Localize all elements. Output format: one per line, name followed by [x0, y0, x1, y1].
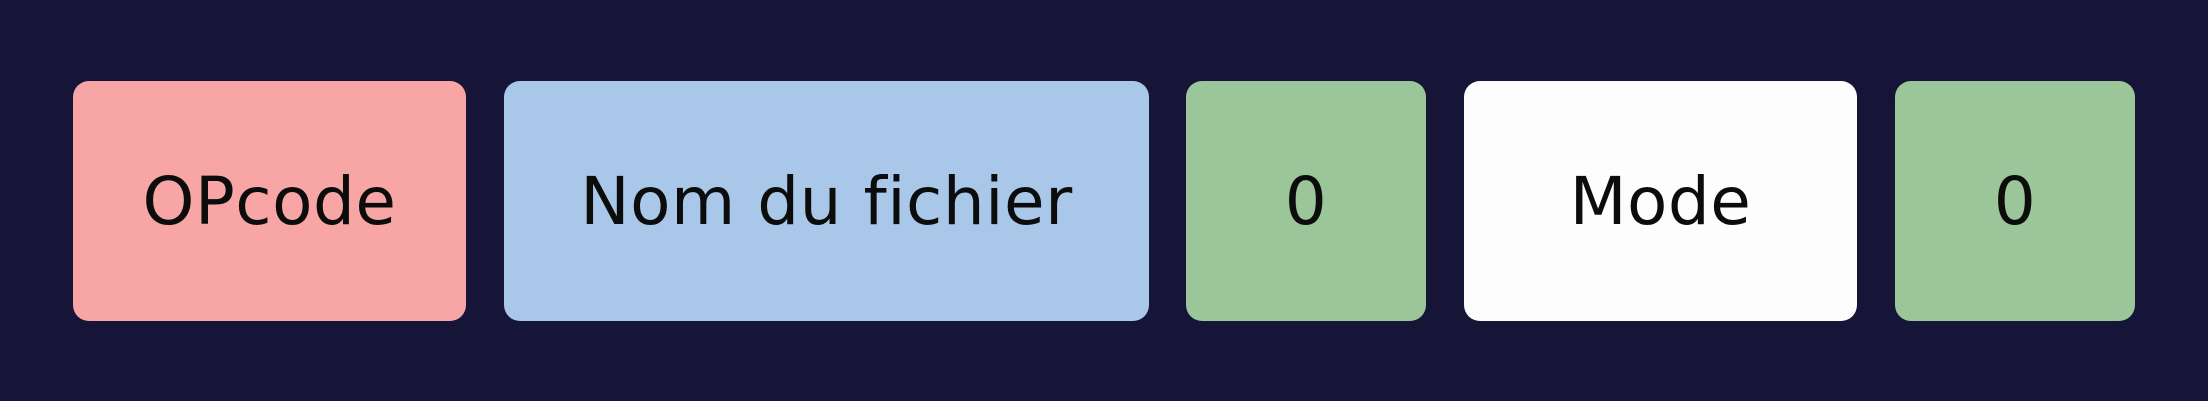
filename-label: Nom du fichier [580, 162, 1073, 240]
filename-field: Nom du fichier [504, 81, 1149, 321]
opcode-field: OPcode [73, 81, 466, 321]
zero-byte-label-2: 0 [1993, 162, 2037, 240]
zero-byte-label-1: 0 [1284, 162, 1328, 240]
opcode-label: OPcode [142, 162, 397, 240]
mode-label: Mode [1569, 162, 1752, 240]
mode-field: Mode [1464, 81, 1857, 321]
zero-byte-field-2: 0 [1895, 81, 2135, 321]
zero-byte-field-1: 0 [1186, 81, 1426, 321]
